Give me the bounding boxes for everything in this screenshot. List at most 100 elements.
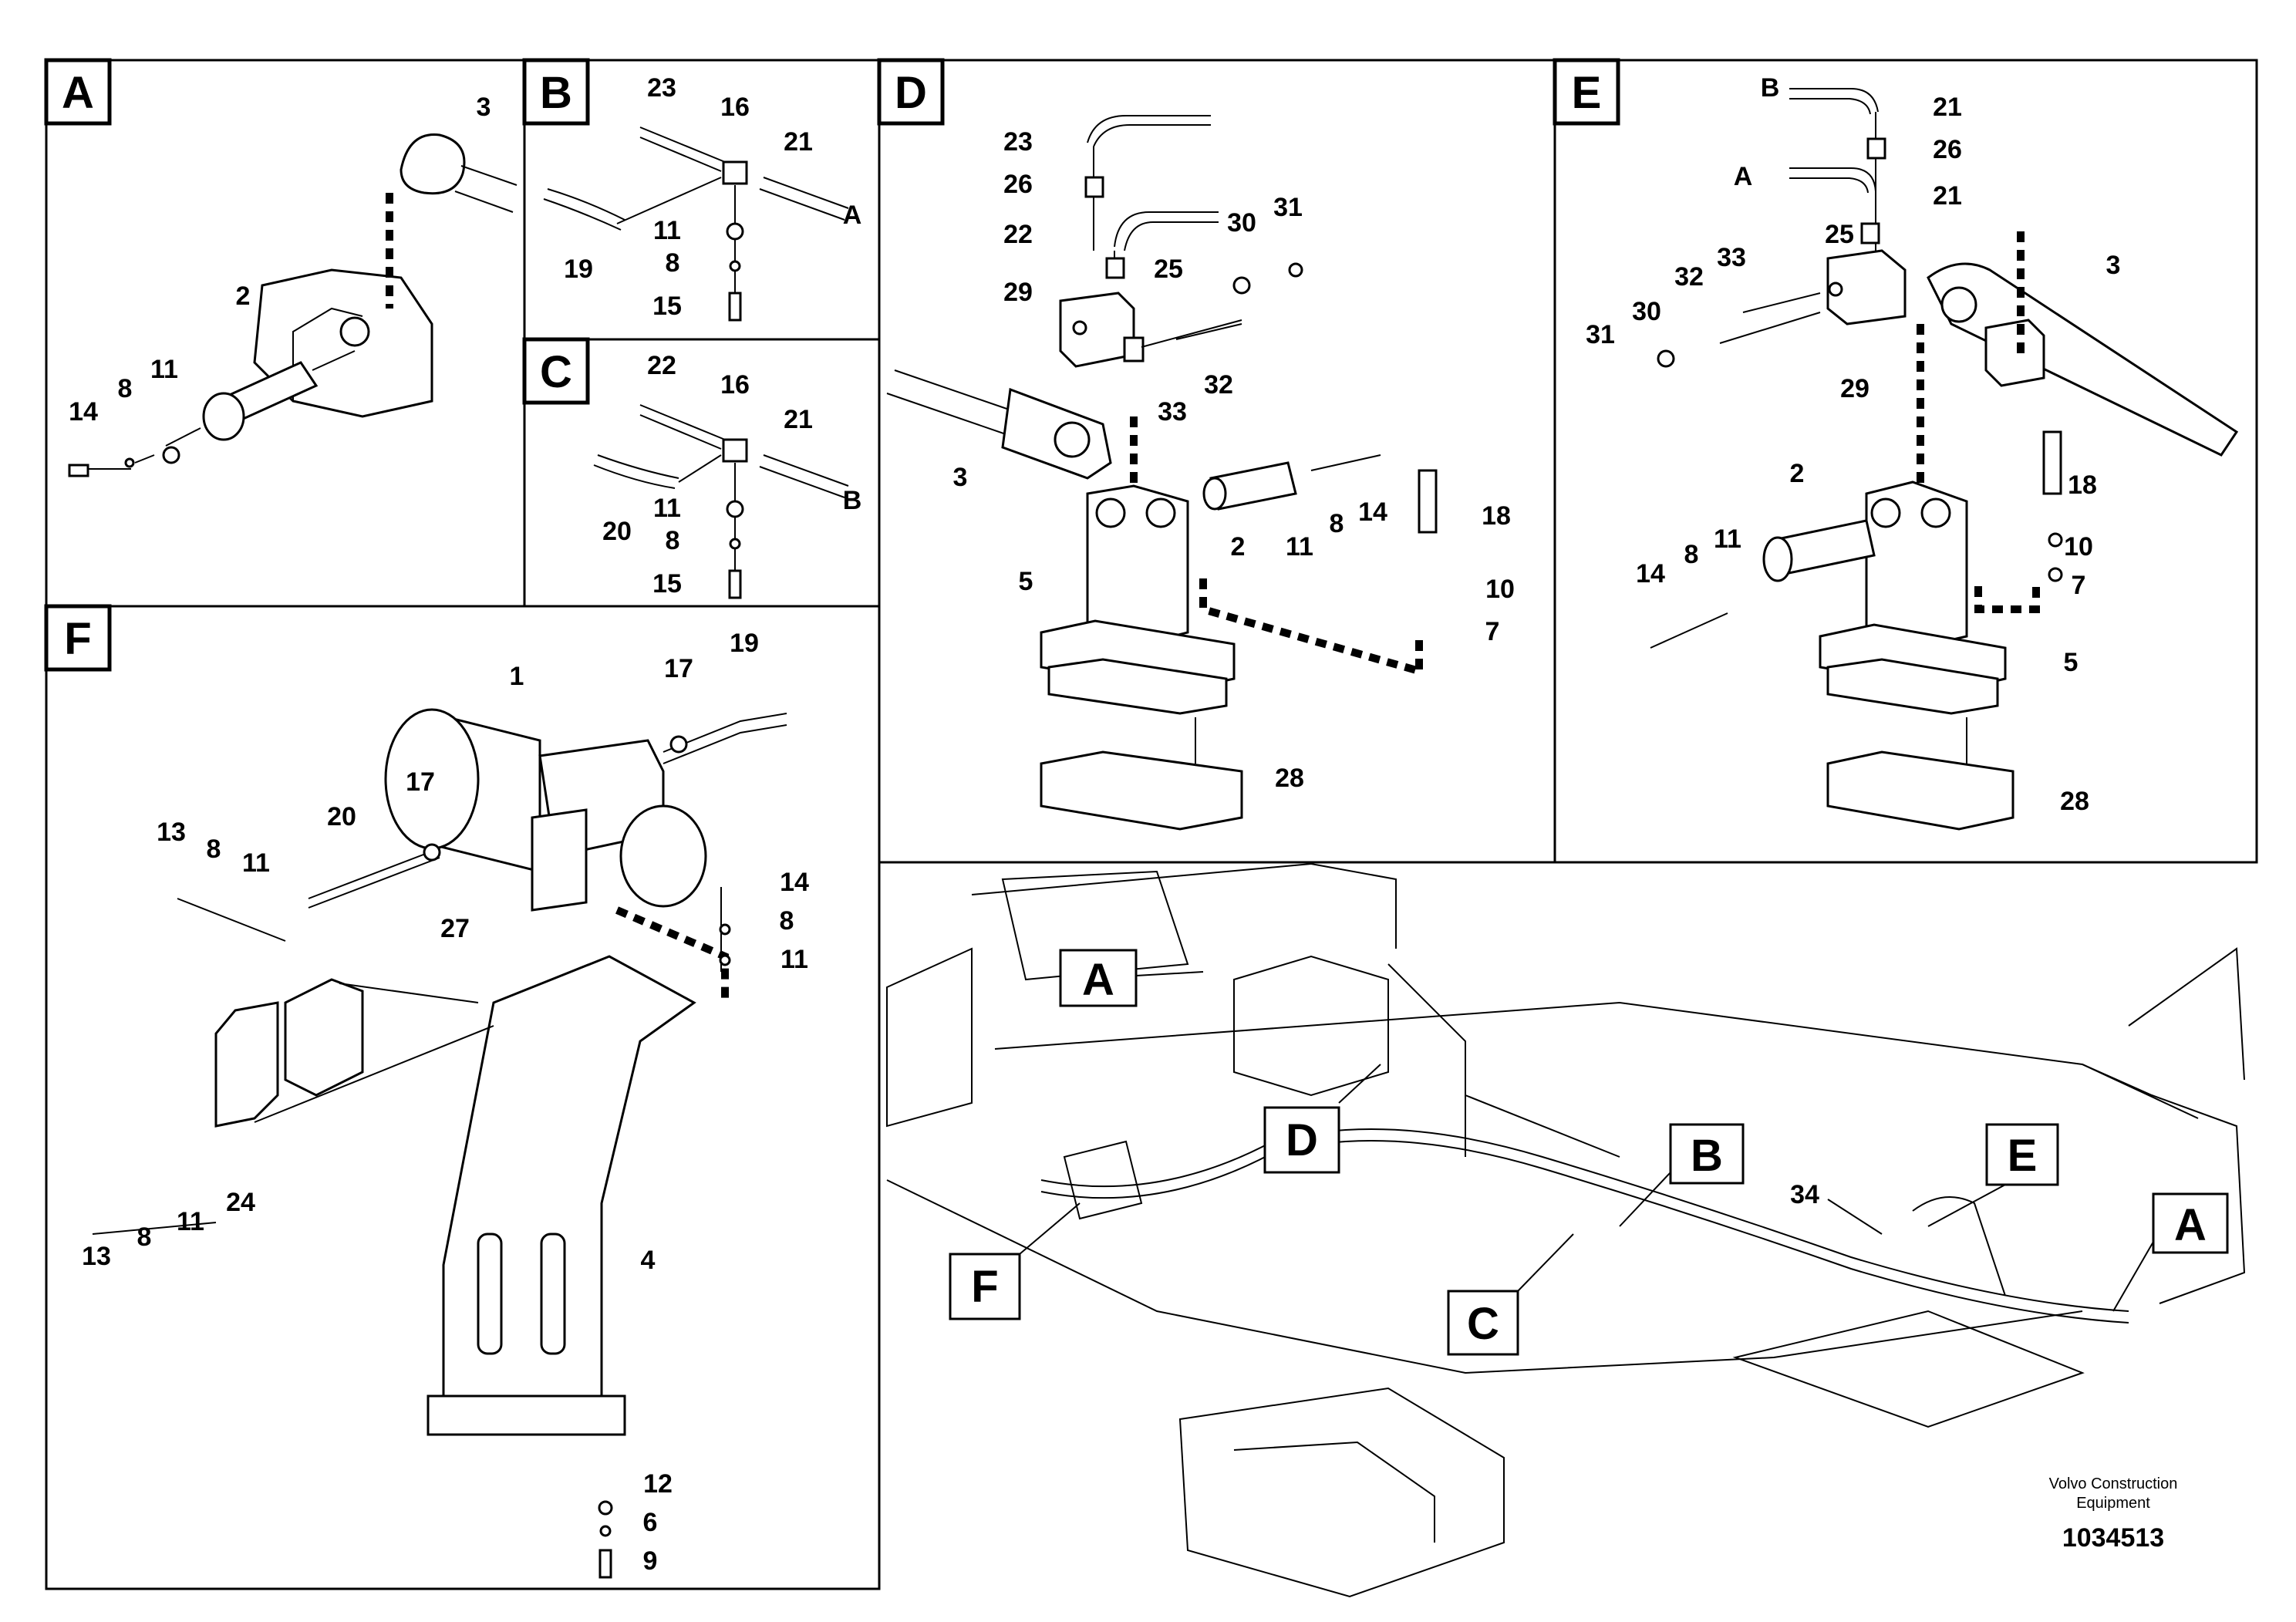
callout-label: 18 xyxy=(2068,470,2097,500)
callout-label: 8 xyxy=(1684,540,1699,569)
callout-label: 3 xyxy=(2106,251,2121,280)
callout-label: 18 xyxy=(1482,501,1511,531)
callout-label: 5 xyxy=(2064,648,2079,677)
callout-label: 20 xyxy=(327,802,356,831)
callout-label: 21 xyxy=(1933,181,1962,211)
callout-label: 20 xyxy=(602,517,632,546)
tag-b: B xyxy=(1691,1131,1723,1181)
tag-a-1: A xyxy=(1082,955,1114,1005)
callout-label: 26 xyxy=(1933,135,1962,164)
callout-label: 5 xyxy=(1019,567,1033,596)
callout-label: 25 xyxy=(1825,220,1854,249)
callout-label: B xyxy=(1761,73,1780,103)
callout-label: 6 xyxy=(643,1508,658,1537)
callout-label: B xyxy=(843,486,862,515)
callout-label: 31 xyxy=(1586,320,1615,349)
callout-label: 17 xyxy=(664,654,693,683)
callout-label: 8 xyxy=(1330,509,1344,538)
panel-b: B 23 16 21 A 19 11 8 15 xyxy=(522,58,862,322)
callout-label: 13 xyxy=(157,818,186,847)
panel-d-letter: D xyxy=(895,68,927,118)
callout-label: 17 xyxy=(406,767,435,797)
footer-drawing-number: 1034513 xyxy=(2062,1523,2164,1553)
callout-label: 33 xyxy=(1158,397,1187,427)
panel-b-letter: B xyxy=(540,68,572,118)
panel-e: E B 21 26 A 21 25 33 32 30 xyxy=(1553,58,2239,831)
callout-label: 8 xyxy=(137,1222,152,1252)
callout-label: 31 xyxy=(1273,193,1303,222)
callout-label: A xyxy=(1734,162,1753,191)
callout-label: 32 xyxy=(1674,262,1704,292)
callout-label: 23 xyxy=(1003,127,1033,157)
callout-label: 26 xyxy=(1003,170,1033,199)
machine-overview: A D B E A F C 34 xyxy=(886,862,2246,1598)
callout-label: 19 xyxy=(730,629,759,658)
callout-label: 3 xyxy=(953,463,968,492)
callout-label: 2 xyxy=(1231,532,1246,561)
callout-label: 22 xyxy=(1003,220,1033,249)
callout-label: 7 xyxy=(2072,571,2086,600)
callout-label: 30 xyxy=(1227,208,1256,238)
tag-c: C xyxy=(1467,1299,1499,1349)
panel-frames xyxy=(45,59,2258,1590)
callout-label: 11 xyxy=(653,494,681,523)
callout-label: 28 xyxy=(2060,787,2089,816)
tag-a-2: A xyxy=(2174,1200,2207,1250)
footer-company-line2: Equipment xyxy=(2076,1495,2150,1512)
callout-label: 2 xyxy=(1790,459,1805,488)
callout-label: 8 xyxy=(207,835,221,864)
callout-2: 2 xyxy=(236,282,251,311)
callout-34: 34 xyxy=(1790,1180,1819,1209)
panel-f-letter: F xyxy=(64,614,91,664)
callout-label: 10 xyxy=(1485,575,1515,604)
callout-label: 28 xyxy=(1275,764,1304,793)
panel-c: C 22 16 21 B 20 11 8 15 xyxy=(522,337,862,599)
callout-label: 21 xyxy=(1933,93,1962,122)
callout-3: 3 xyxy=(477,93,491,122)
callout-label: 22 xyxy=(647,351,676,380)
callout-label: 24 xyxy=(226,1188,255,1217)
callout-label: 11 xyxy=(781,945,808,974)
callout-label: 30 xyxy=(1632,297,1661,326)
callout-label: 8 xyxy=(666,526,680,555)
callout-label: 21 xyxy=(784,127,813,157)
callout-label: 25 xyxy=(1154,255,1183,284)
callout-label: 33 xyxy=(1717,243,1746,272)
callout-label: 27 xyxy=(440,914,470,943)
panel-c-letter: C xyxy=(540,347,572,397)
footer-company-line1: Volvo Construction xyxy=(2049,1475,2178,1492)
callout-label: 14 xyxy=(1358,497,1387,527)
callout-label: 15 xyxy=(652,292,682,321)
panel-a-letter: A xyxy=(62,68,94,118)
callout-label: 11 xyxy=(242,848,270,878)
callout-label: 29 xyxy=(1003,278,1033,307)
panel-a: A 3 2 14 8 11 xyxy=(44,58,518,477)
panel-e-letter: E xyxy=(1572,68,1602,118)
callout-label: 11 xyxy=(653,216,681,245)
callout-label: 32 xyxy=(1204,370,1233,400)
callout-label: 8 xyxy=(666,248,680,278)
callout-label: 29 xyxy=(1840,374,1870,403)
tag-f: F xyxy=(971,1262,998,1312)
callout-label: A xyxy=(843,201,862,230)
callout-label: 19 xyxy=(564,255,593,284)
callout-label: 10 xyxy=(2064,532,2093,561)
callout-11: 11 xyxy=(150,355,178,384)
callout-label: 11 xyxy=(1286,532,1313,561)
callout-label: 9 xyxy=(643,1546,658,1576)
callout-label: 8 xyxy=(780,906,794,936)
callout-label: 16 xyxy=(720,370,750,400)
callout-label: 7 xyxy=(1485,617,1500,646)
panel-f: F 1 17 19 17 20 13 8 11 14 8 xyxy=(44,604,809,1579)
callout-label: 16 xyxy=(720,93,750,122)
tag-e: E xyxy=(2008,1131,2038,1181)
panel-d: D 23 26 22 25 3 xyxy=(877,58,1515,831)
tag-d: D xyxy=(1286,1115,1318,1165)
callout-label: 12 xyxy=(643,1469,673,1499)
callout-14: 14 xyxy=(69,397,98,427)
footer: Volvo Construction Equipment 1034513 xyxy=(2049,1475,2178,1553)
callout-label: 4 xyxy=(641,1246,656,1275)
callout-label: 14 xyxy=(780,868,809,897)
callout-label: 11 xyxy=(177,1207,204,1236)
